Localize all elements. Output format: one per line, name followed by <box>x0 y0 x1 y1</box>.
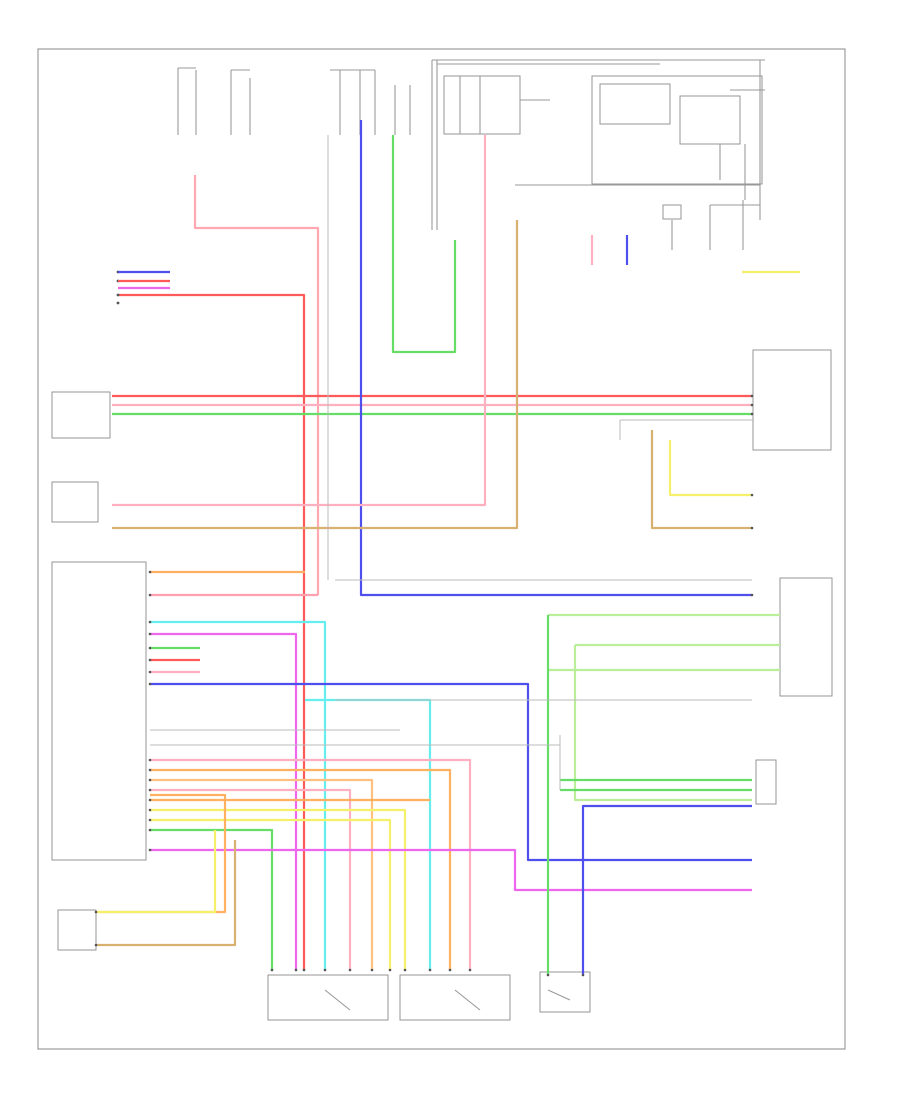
wire-blue-ecm <box>581 804 752 975</box>
relay-box-icon <box>662 204 682 220</box>
wire-tan-vertical <box>112 220 519 530</box>
blower-switch-box <box>779 577 833 697</box>
wire-magenta-15 <box>150 848 752 892</box>
top-fuse-relay-area <box>177 59 765 250</box>
wire-yellow-12 <box>150 808 407 970</box>
wire-blue-5 <box>150 682 752 862</box>
wire-lt-green-e <box>573 645 752 802</box>
hvac-control-module-box <box>51 561 147 861</box>
wire-green-14 <box>150 828 274 970</box>
wire-pink-vertical <box>112 135 487 507</box>
wire-cyan-6 <box>305 698 432 970</box>
connector-terminals <box>94 270 754 977</box>
wire-orange-16 <box>96 793 227 914</box>
ambient-sensor-box <box>51 481 99 523</box>
wire-tan-18 <box>96 840 237 947</box>
ac-compressor-connector-box <box>752 349 832 451</box>
intake-door-actuator-box <box>539 971 591 1013</box>
wire-magenta-1 <box>150 632 298 970</box>
wire-green-relay <box>391 135 457 354</box>
diagram-frame <box>37 48 846 1050</box>
mode-door-actuator-box <box>267 974 389 1021</box>
air-mix-door-actuator-box <box>399 974 511 1021</box>
wire-yellow-right <box>668 440 752 497</box>
left-top-stubs <box>118 270 170 290</box>
aspirator-motor-box <box>57 909 97 951</box>
wire-yellow-13 <box>150 818 392 970</box>
wire-cyan-1 <box>150 620 327 970</box>
wire-yellow-17 <box>96 830 217 914</box>
wire-orange-8 <box>150 768 452 970</box>
wire-blue-sense <box>359 120 752 597</box>
engine-ecm-box <box>755 759 777 805</box>
wire-pink-10 <box>150 788 352 970</box>
wire-tan-right <box>650 430 752 530</box>
wire-red-feed <box>193 175 320 595</box>
wire-pink-7 <box>150 758 472 970</box>
refrigerant-pressure-sensor-box <box>51 391 111 439</box>
wire-orange-9 <box>150 778 374 970</box>
gray-wire-group <box>150 135 753 790</box>
wire-group <box>96 120 800 975</box>
